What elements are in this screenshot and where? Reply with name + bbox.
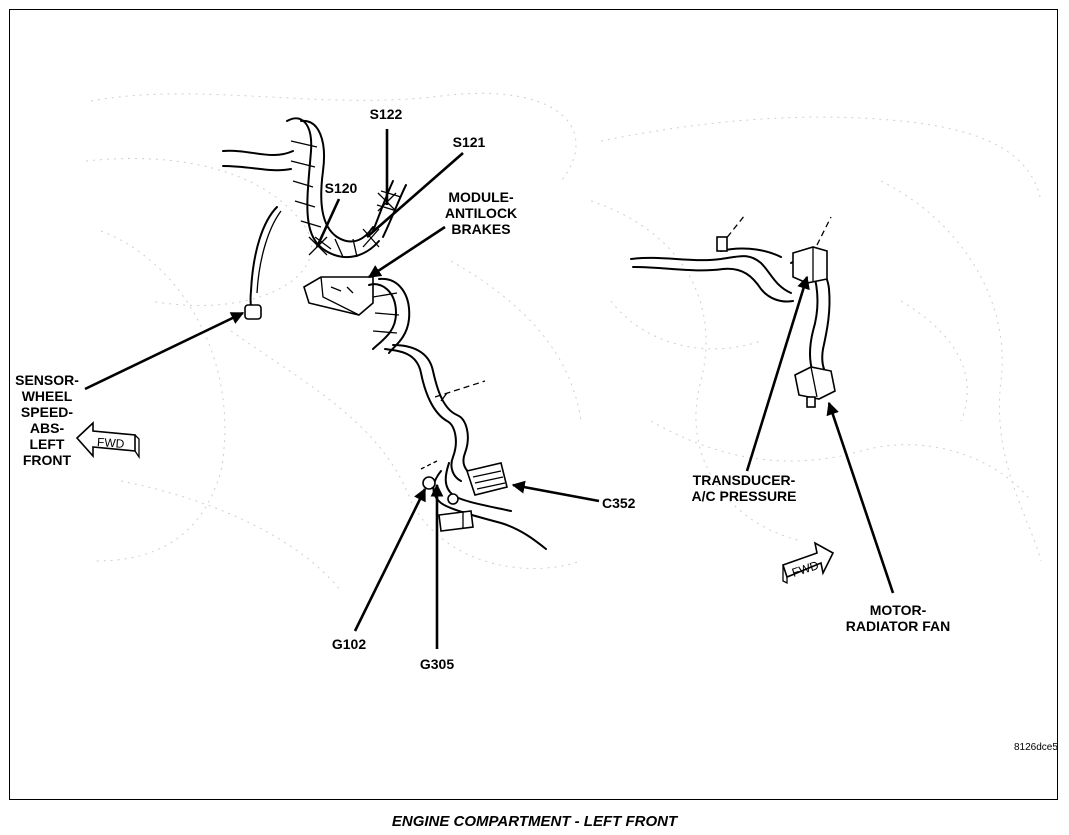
abs-module [303, 276, 374, 316]
s121-label: S121 [452, 134, 486, 150]
transducer-ac-pressure [792, 246, 828, 284]
wheel-speed-sensor-connector [244, 304, 262, 320]
fwd-arrow-right: FWD [781, 541, 835, 585]
figure-id: 8126dce5 [1014, 742, 1058, 753]
c352-connector [465, 462, 508, 496]
background-engine-outline [85, 92, 1042, 592]
fwd-arrow-left-text: FWD [97, 435, 126, 451]
module-antilock-brakes-label: MODULE- ANTILOCK BRAKES [444, 189, 518, 237]
c352-label: C352 [602, 495, 636, 511]
left-wiring-harness [222, 117, 547, 550]
sensor-wheel-speed-abs-label: SENSOR- WHEEL SPEED- ABS- LEFT FRONT [15, 372, 79, 468]
right-wiring-harness [630, 214, 836, 408]
s120-label: S120 [324, 180, 358, 196]
motor-radiator-fan-label: MOTOR- RADIATOR FAN [845, 602, 951, 634]
figure-caption: ENGINE COMPARTMENT - LEFT FRONT [391, 813, 678, 830]
diagram-frame: FWD FWD S122 S121 S120 MODULE- ANTILOCK … [9, 9, 1058, 800]
g305-ground-bolt [447, 493, 459, 505]
wiring-diagram: FWD FWD [75, 92, 1042, 649]
g305-label: G305 [419, 656, 455, 672]
fwd-arrow-left: FWD [75, 421, 140, 460]
g102-ground-bolt [422, 476, 436, 490]
g102-label: G102 [331, 636, 367, 652]
s122-label: S122 [369, 106, 403, 122]
radiator-fan-connector [794, 366, 836, 400]
callout-leaders [84, 129, 895, 649]
transducer-ac-pressure-label: TRANSDUCER- A/C PRESSURE [691, 472, 797, 504]
